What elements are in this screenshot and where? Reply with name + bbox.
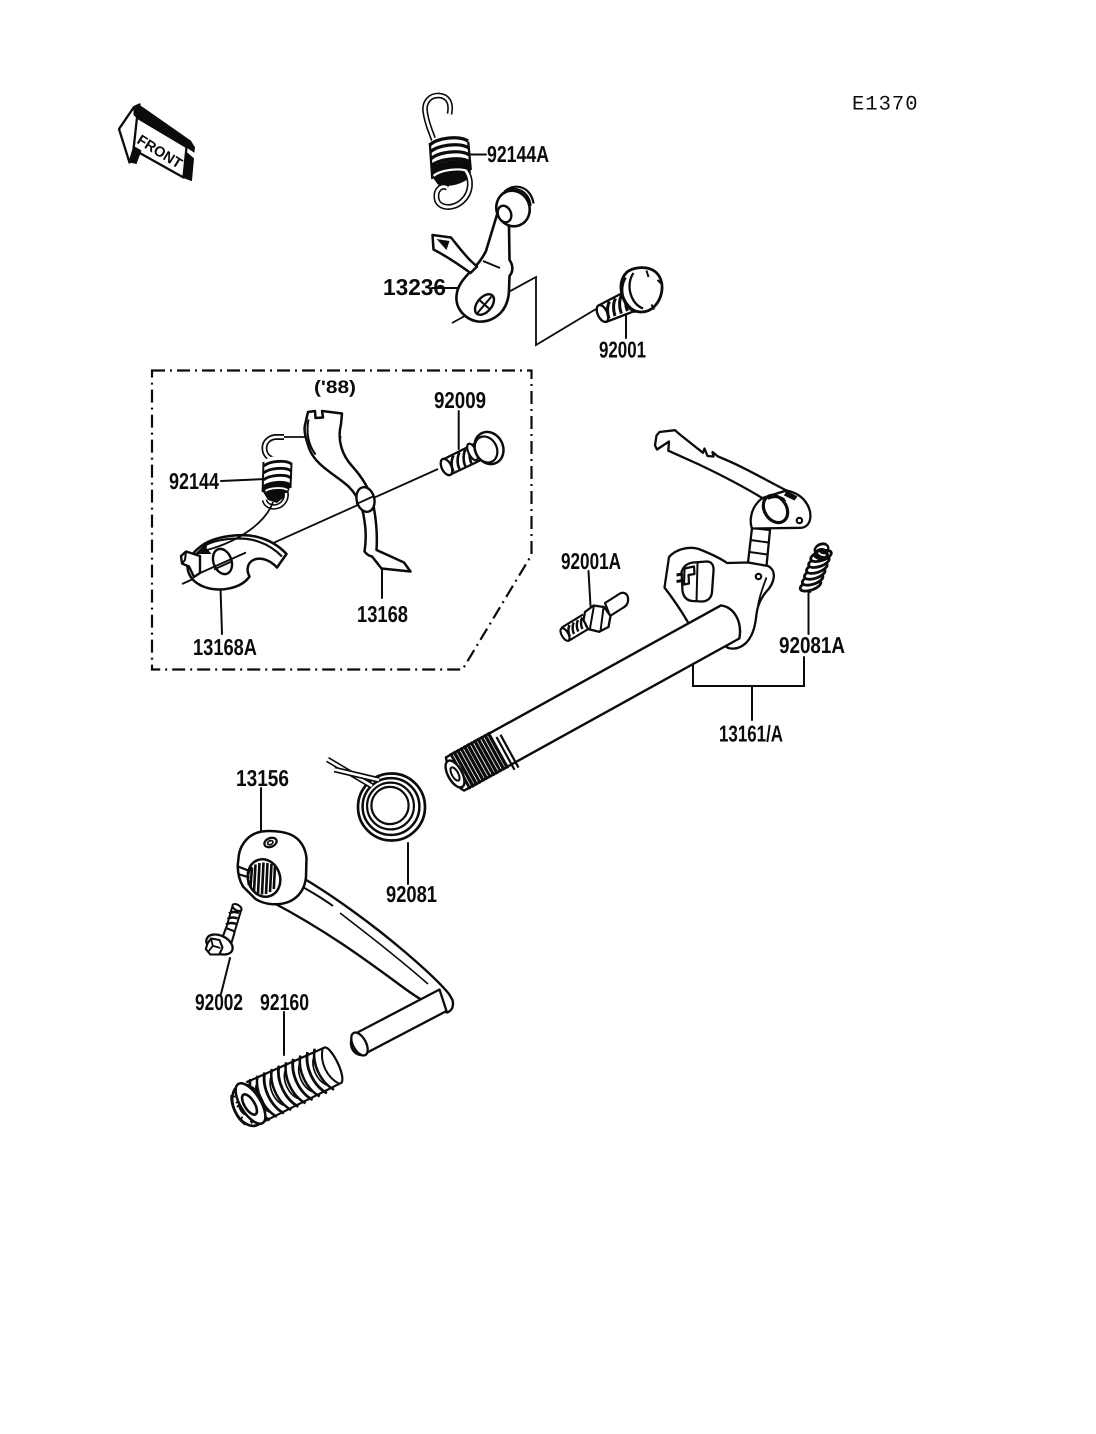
svg-text:92002: 92002 [195, 989, 243, 1015]
svg-text:E1370: E1370 [852, 94, 919, 117]
svg-text:13161/A: 13161/A [719, 721, 783, 747]
svg-text:92001A: 92001A [561, 548, 621, 574]
svg-text:13168: 13168 [357, 601, 408, 627]
svg-text:13168A: 13168A [193, 634, 257, 660]
svg-text:13156: 13156 [236, 765, 289, 791]
svg-text:('88): ('88) [314, 377, 356, 397]
svg-text:92144A: 92144A [487, 141, 549, 167]
svg-text:92001: 92001 [599, 337, 646, 363]
svg-text:92160: 92160 [260, 989, 309, 1015]
svg-text:92144: 92144 [169, 468, 219, 494]
svg-text:13236: 13236 [383, 274, 446, 300]
svg-text:92081: 92081 [386, 881, 437, 907]
svg-text:92009: 92009 [434, 387, 486, 413]
svg-text:92081A: 92081A [779, 632, 845, 658]
